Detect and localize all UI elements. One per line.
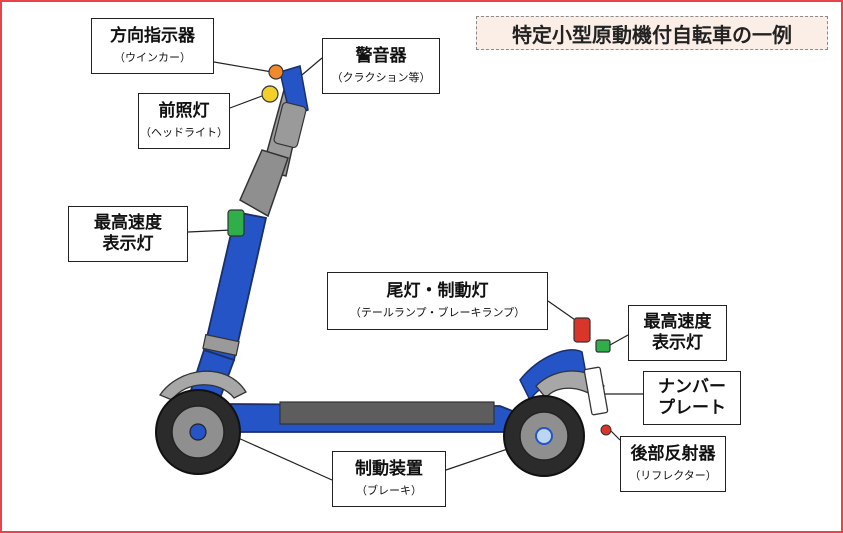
leader-rear-reflector xyxy=(609,429,621,441)
label-headlight-sub: （ヘッドライト） xyxy=(140,126,228,140)
turn-signal-light xyxy=(268,64,284,80)
front-wheel xyxy=(155,389,241,475)
label-number-plate-line1: ナンバー xyxy=(658,376,726,397)
tail-brake-lamp xyxy=(573,317,591,343)
label-speed-rear-line2: 表示灯 xyxy=(652,333,703,353)
leader-turn-signal xyxy=(213,61,273,73)
deck-grip xyxy=(279,401,495,425)
rear-assembly xyxy=(519,317,612,436)
label-speed-indicator-front: 最高速度 表示灯 xyxy=(68,206,188,262)
label-horn: 警音器 （クラクション等） xyxy=(322,38,440,94)
handlebar xyxy=(273,65,309,149)
leader-speed-rear xyxy=(609,334,629,346)
label-number-plate-line2: プレート xyxy=(658,398,726,418)
label-tail-brake-light: 尾灯・制動灯 （テールランプ・ブレーキランプ） xyxy=(327,272,548,330)
label-speed-front-line1: 最高速度 xyxy=(94,212,162,233)
label-turn-signal: 方向指示器 （ウインカー） xyxy=(91,18,214,74)
label-speed-front-line2: 表示灯 xyxy=(102,234,154,254)
label-brake-sub: （ブレーキ） xyxy=(356,484,422,498)
label-speed-indicator-rear: 最高速度 表示灯 xyxy=(628,305,727,361)
label-brake: 制動装置 （ブレーキ） xyxy=(332,451,446,507)
label-number-plate: ナンバー プレート xyxy=(643,371,741,425)
number-plate-shape xyxy=(583,366,609,416)
label-horn-sub: （クラクション等） xyxy=(331,71,431,85)
label-brake-main: 制動装置 xyxy=(355,459,423,480)
front-fender xyxy=(159,370,247,401)
label-rear-reflector-sub: （リフレクター） xyxy=(629,469,717,483)
label-headlight: 前照灯 （ヘッドライト） xyxy=(138,93,230,149)
label-tail-brake-sub: （テールランプ・ブレーキランプ） xyxy=(349,306,526,320)
leader-speed-front xyxy=(187,229,233,233)
speed-indicator-rear-lamp xyxy=(595,339,611,353)
rear-reflector-lamp xyxy=(600,424,612,436)
label-horn-main: 警音器 xyxy=(355,46,407,67)
speed-indicator-front-lamp xyxy=(227,209,245,237)
leader-tail-brake xyxy=(547,300,579,323)
label-turn-signal-main: 方向指示器 xyxy=(110,26,195,47)
diagram-title: 特定小型原動機付自転車の一例 xyxy=(476,16,828,50)
label-speed-rear-line1: 最高速度 xyxy=(643,311,712,332)
label-tail-brake-main: 尾灯・制動灯 xyxy=(386,281,489,302)
label-rear-reflector-main: 後部反射器 xyxy=(630,444,716,465)
label-headlight-main: 前照灯 xyxy=(158,101,210,122)
label-rear-reflector: 後部反射器 （リフレクター） xyxy=(620,436,726,492)
leader-headlight xyxy=(229,95,263,109)
label-turn-signal-sub: （ウインカー） xyxy=(114,51,191,65)
headlight-lamp xyxy=(261,85,279,103)
rear-wheel xyxy=(503,395,585,477)
